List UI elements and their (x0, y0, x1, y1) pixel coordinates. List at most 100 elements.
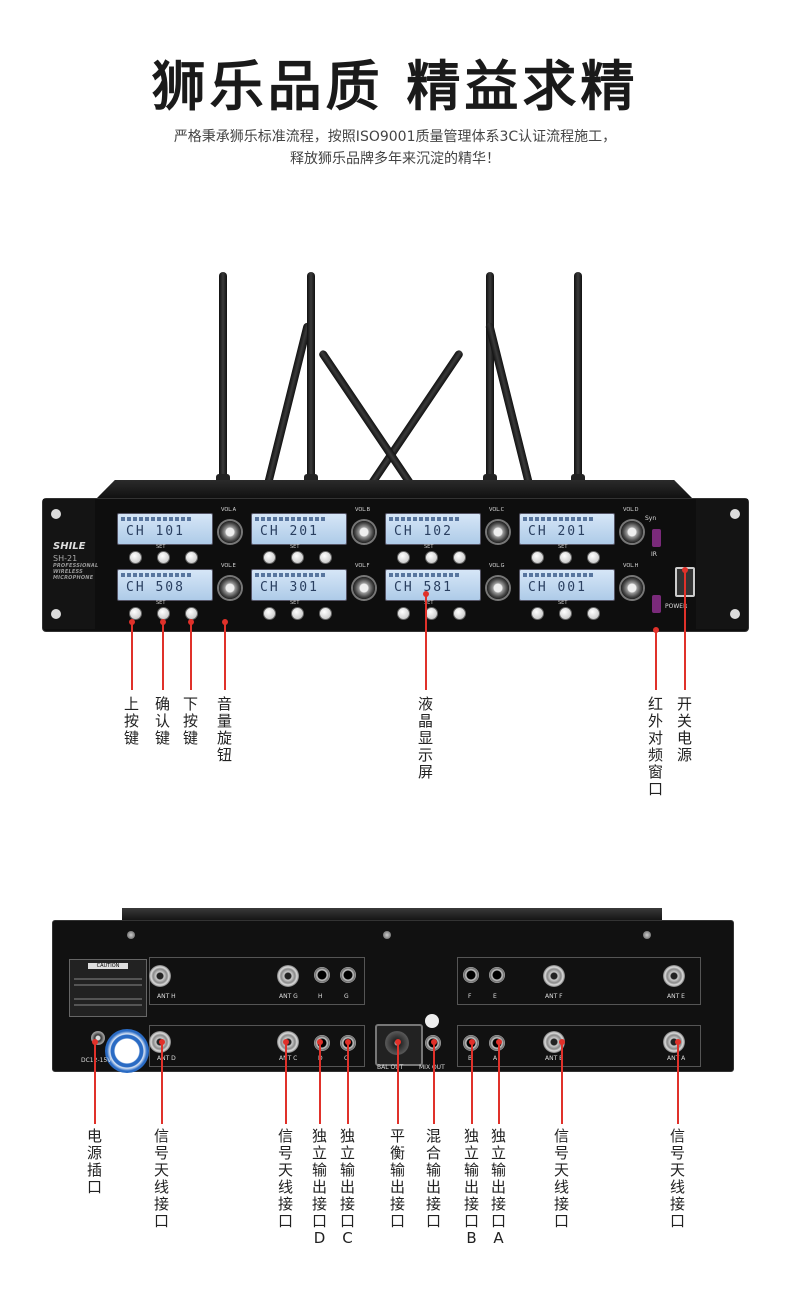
volume-knob[interactable] (353, 521, 375, 543)
leader-line (561, 1042, 563, 1124)
chassis-top (97, 480, 692, 498)
volume-knob[interactable] (621, 577, 643, 599)
caution-text-line (74, 998, 142, 1000)
callout-power-switch: 开关电源 (676, 695, 692, 764)
leader-dot (559, 1039, 565, 1045)
antenna-connector-f[interactable] (543, 965, 565, 987)
lcd-display: CH 201 (519, 513, 615, 545)
leader-dot (188, 619, 194, 625)
caution-title: CAUTION (88, 963, 128, 969)
up-button[interactable] (263, 607, 276, 620)
antenna-connector-g[interactable] (277, 965, 299, 987)
leader-line (162, 622, 164, 690)
callout-antenna-d: 信号天线接口 (153, 1127, 169, 1230)
set-button[interactable] (291, 551, 304, 564)
output-jack-h[interactable] (314, 967, 330, 983)
receiver-front-panel: SHILE SH-21 PROFESSIONAL WIRELESS MICROP… (42, 480, 749, 632)
brand-logo: SHILE (53, 541, 86, 552)
down-button[interactable] (587, 551, 600, 564)
callout-mix-out: 混合输出接口 (425, 1127, 441, 1230)
antenna-connector-h[interactable] (149, 965, 171, 987)
channel-readout: CH 508 (126, 580, 185, 595)
lcd-display: CH 001 (519, 569, 615, 601)
set-button[interactable] (157, 551, 170, 564)
tagline-1: PROFESSIONAL (53, 563, 99, 569)
leader-dot (283, 1039, 289, 1045)
lcd-display: CH 102 (385, 513, 481, 545)
level-meter (389, 573, 459, 577)
volume-knob[interactable] (621, 521, 643, 543)
down-button[interactable] (319, 607, 332, 620)
set-label: SET (558, 600, 568, 606)
volume-knob[interactable] (219, 577, 241, 599)
set-button[interactable] (559, 551, 572, 564)
level-meter (255, 517, 325, 521)
callout-output-a: 独立输出接口A (490, 1127, 506, 1247)
callout-output-b: 独立输出接口B (463, 1127, 479, 1247)
rear-upper-label: E (493, 993, 497, 1000)
caution-text-line (74, 984, 142, 986)
antenna-connector-e[interactable] (663, 965, 685, 987)
output-jack-f[interactable] (463, 967, 479, 983)
upper-right-bay (457, 957, 701, 1005)
leader-dot (496, 1039, 502, 1045)
channel-readout: CH 201 (260, 524, 319, 539)
volume-label: VOL.B (355, 507, 371, 513)
down-button[interactable] (185, 551, 198, 564)
balanced-xlr-output[interactable] (375, 1024, 423, 1066)
callout-dc-jack: 电源插口 (86, 1127, 102, 1196)
down-button[interactable] (453, 551, 466, 564)
level-meter (121, 517, 191, 521)
volume-knob[interactable] (219, 521, 241, 543)
volume-knob[interactable] (353, 577, 375, 599)
channel-readout: CH 201 (528, 524, 587, 539)
up-button[interactable] (531, 607, 544, 620)
callout-volume-knob: 音量旋钮 (216, 695, 232, 764)
leader-line (433, 1042, 435, 1124)
channel-readout: CH 301 (260, 580, 319, 595)
set-button[interactable] (425, 551, 438, 564)
up-button[interactable] (129, 551, 142, 564)
volume-label: VOL.E (221, 563, 236, 569)
set-button[interactable] (291, 607, 304, 620)
antenna-connector-b[interactable] (543, 1031, 565, 1053)
rear-lower-label: ANT D (157, 1055, 176, 1062)
antenna (304, 272, 318, 484)
leader-dot (92, 1039, 98, 1045)
up-button[interactable] (531, 551, 544, 564)
channel-readout: CH 001 (528, 580, 587, 595)
dc-label: DC12-15V (81, 1057, 112, 1064)
output-jack-g[interactable] (340, 967, 356, 983)
up-button[interactable] (263, 551, 276, 564)
leader-dot (431, 1039, 437, 1045)
leader-line (190, 622, 192, 690)
model-number: SH-21 (53, 554, 78, 563)
callout-output-c: 独立输出接口C (339, 1127, 355, 1247)
set-label: SET (290, 544, 300, 550)
up-button[interactable] (397, 551, 410, 564)
volume-knob[interactable] (487, 577, 509, 599)
rack-ear-left (43, 499, 95, 629)
lcd-display: CH 508 (117, 569, 213, 601)
set-button[interactable] (559, 607, 572, 620)
up-button[interactable] (129, 607, 142, 620)
up-button[interactable] (397, 607, 410, 620)
lcd-display: CH 201 (251, 513, 347, 545)
output-jack-e[interactable] (489, 967, 505, 983)
antenna-connector-a[interactable] (663, 1031, 685, 1053)
callout-antenna-b: 信号天线接口 (553, 1127, 569, 1230)
volume-knob[interactable] (487, 521, 509, 543)
leader-dot (129, 619, 135, 625)
down-button[interactable] (453, 607, 466, 620)
leader-dot (423, 591, 429, 597)
down-button[interactable] (319, 551, 332, 564)
down-button[interactable] (587, 607, 600, 620)
leader-dot (160, 619, 166, 625)
rack-hole (51, 509, 61, 519)
leader-dot (675, 1039, 681, 1045)
level-meter (255, 573, 325, 577)
rack-hole (730, 509, 740, 519)
lower-left-bay (149, 1025, 365, 1067)
